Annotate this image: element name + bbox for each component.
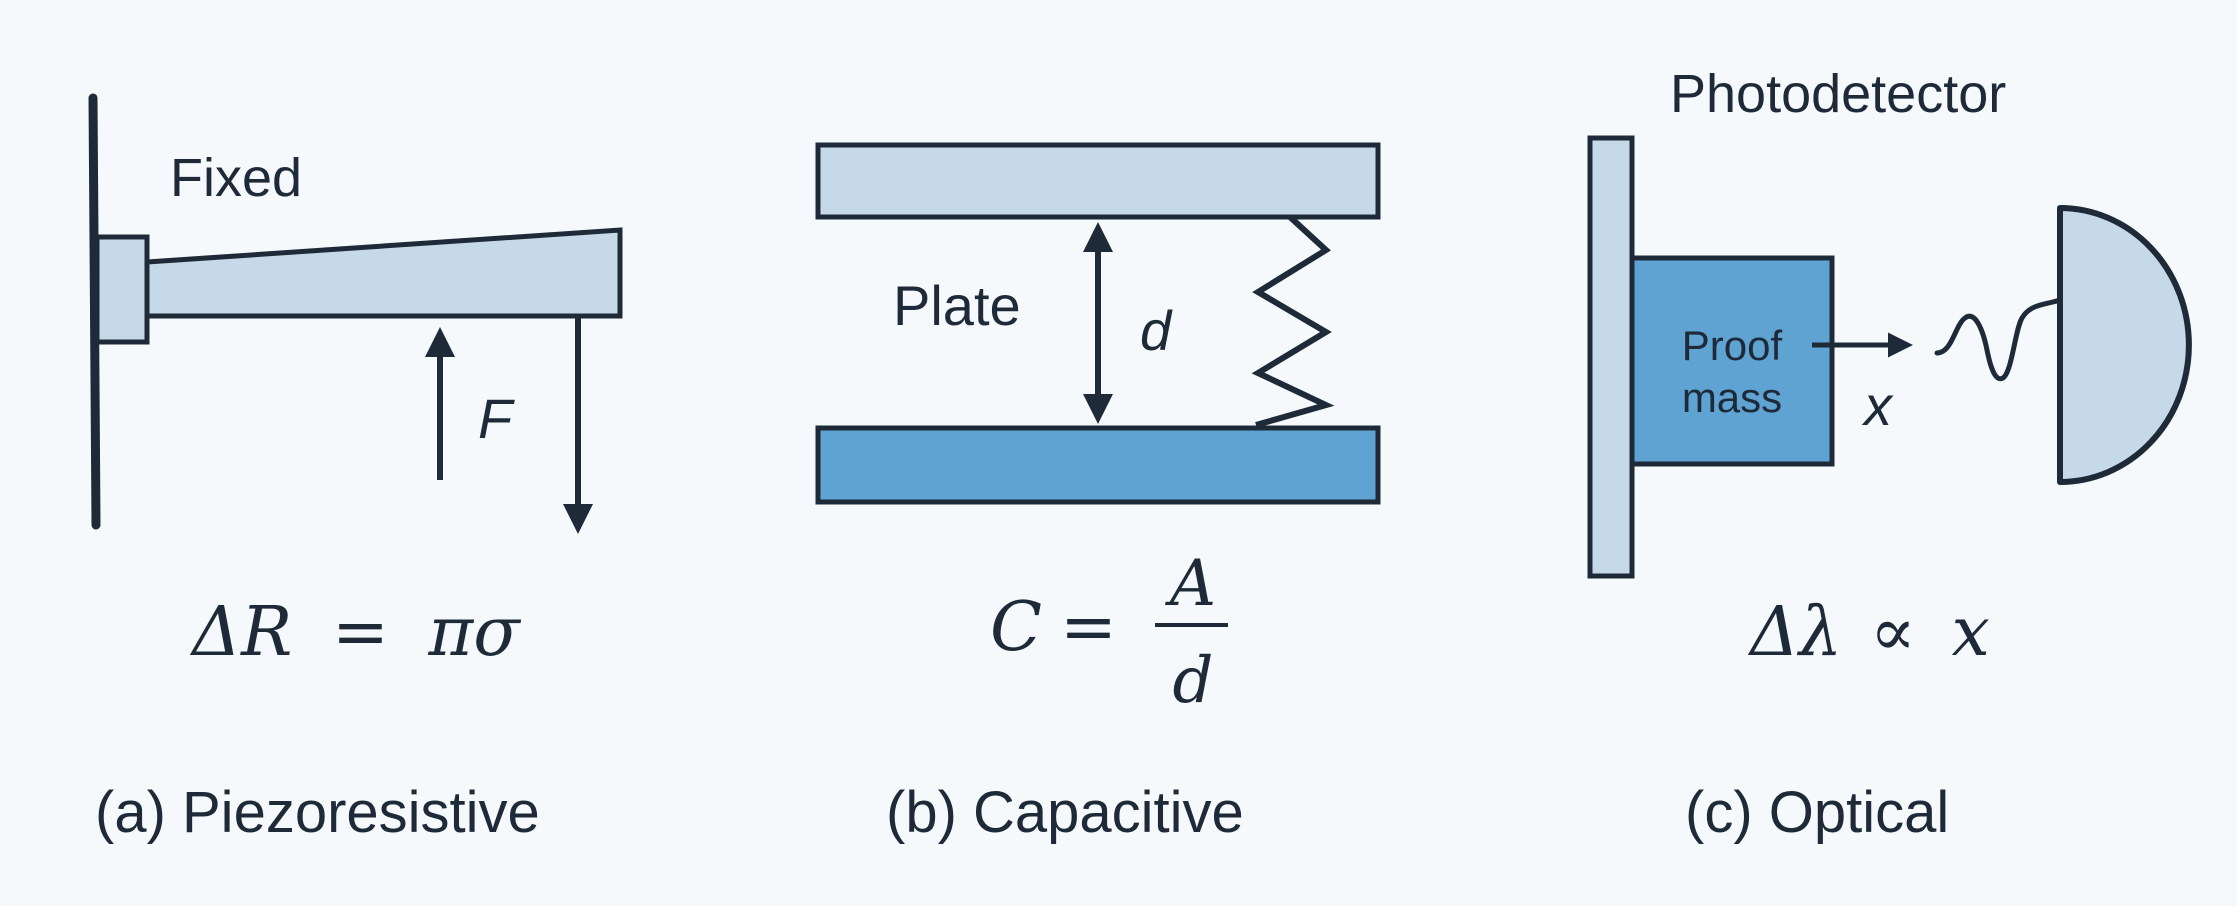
eq-b-denominator: d — [1173, 644, 1214, 718]
label-plate: Plate — [893, 274, 1021, 337]
top-plate — [815, 142, 1381, 220]
label-force: F — [478, 387, 515, 450]
equation-capacitive: C = A d — [990, 547, 1228, 718]
label-fixed: Fixed — [170, 148, 302, 208]
label-gap: d — [1140, 299, 1173, 362]
panel-piezoresistive: Fixed F ΔR = πσ (a) Piezoresistive — [88, 93, 623, 845]
equation-piezoresistive: ΔR = πσ — [189, 593, 521, 672]
caption-capacitive: (b) Capacitive — [886, 780, 1244, 845]
bottom-plate — [815, 425, 1381, 505]
eq-a-rhs: πσ — [428, 593, 522, 672]
label-displacement: x — [1861, 374, 1894, 437]
spring — [1251, 214, 1335, 428]
panel-capacitive: Plate d C = A d (b) Capacitive — [815, 142, 1381, 845]
anchor-block — [94, 234, 150, 345]
caption-optical: (c) Optical — [1685, 780, 1949, 845]
eq-c-rel: ∝ — [1870, 593, 1916, 672]
light-wave — [1934, 297, 2063, 382]
caption-piezoresistive: (a) Piezoresistive — [95, 780, 540, 845]
panel-optical: Photodetector Proof mass x Δλ ∝ x (c) Op… — [1587, 64, 2192, 845]
label-proof-line2: mass — [1682, 374, 1782, 421]
cantilever-beam — [144, 227, 623, 319]
eq-c-lhs: Δλ — [1747, 593, 1842, 672]
proof-mass — [1629, 255, 1835, 467]
photodetector — [2057, 205, 2192, 485]
eq-b-lhs: C — [990, 588, 1042, 667]
eq-b-eq: = — [1060, 588, 1117, 667]
label-photodetector: Photodetector — [1670, 64, 2006, 124]
support-frame — [1587, 135, 1635, 579]
eq-a-eq: = — [332, 593, 389, 672]
eq-b-numerator: A — [1165, 547, 1216, 621]
label-proof-line1: Proof — [1682, 322, 1783, 369]
eq-a-lhs: ΔR — [189, 593, 292, 672]
equation-optical: Δλ ∝ x — [1747, 593, 1990, 672]
eq-c-rhs: x — [1952, 593, 1990, 672]
